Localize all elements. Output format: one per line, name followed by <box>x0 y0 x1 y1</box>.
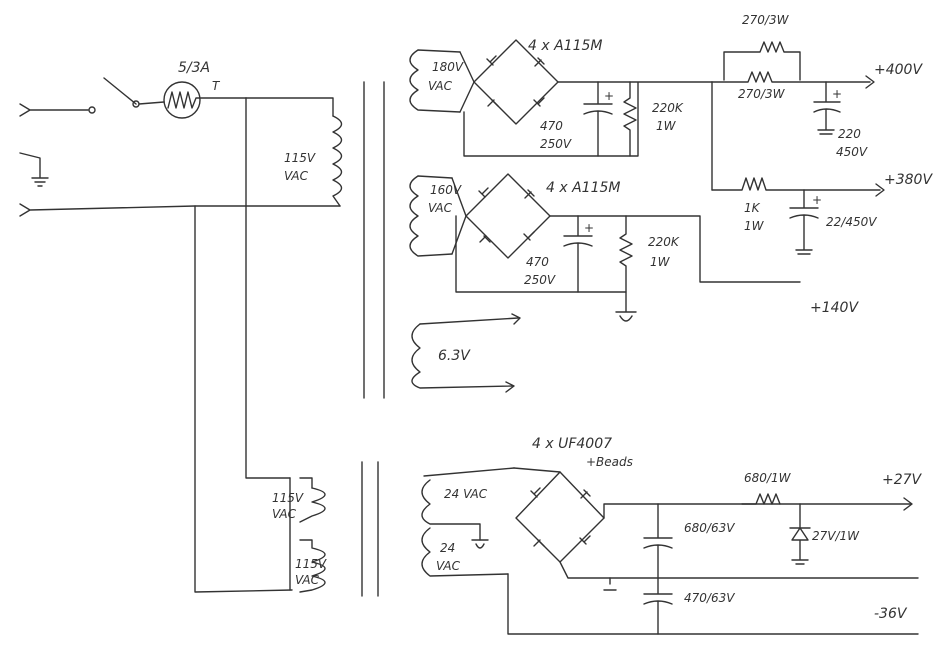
sec1-v: 180V <box>432 60 464 74</box>
cap2-plus: + <box>584 221 594 235</box>
out-380-label: +380V <box>884 172 933 188</box>
bridge-2: 4 x A115M <box>451 173 801 293</box>
lv-regulator: 680/1W 27V/1W +27V -36V <box>741 471 923 622</box>
transformer-core-2 <box>361 461 379 597</box>
bleeder-2: 220K 1W +140V <box>615 215 859 322</box>
hv-filter-380: +380V 1K 1W + 22/450V <box>711 172 933 255</box>
cap-neg-label: 470/63V <box>684 591 735 605</box>
res-parallel-top <box>723 41 801 81</box>
bridge1-label: 4 x A115M <box>528 38 602 54</box>
fuse-type: T <box>212 79 221 93</box>
res380-value: 1K <box>744 201 761 215</box>
bleeder1-watt: 1W <box>656 119 677 133</box>
fuse-body <box>163 81 201 119</box>
out-140-label: +140V <box>810 300 859 316</box>
res-parallel-mid <box>711 71 871 83</box>
lv-bridge-note: +Beads <box>586 455 633 469</box>
lv-bridge: 4 x UF4007 +Beads <box>507 436 919 635</box>
heater-label: 6.3V <box>438 348 471 364</box>
aux-primary-1-vac: VAC <box>272 507 297 521</box>
cap380-plus: + <box>812 193 822 207</box>
sec1-vac: VAC <box>428 79 453 93</box>
main-primary-winding: 115V VAC <box>194 97 343 593</box>
cap-470-1: + 470 250V <box>540 81 614 157</box>
sec2-vac: VAC <box>428 201 453 215</box>
zener-label: 27V/1W <box>812 529 860 543</box>
fuse: 5/3A T <box>138 60 247 119</box>
heater-winding: 6.3V <box>411 313 521 393</box>
cap1-voltage: 250V <box>540 137 572 151</box>
res-1k <box>711 177 881 191</box>
main-primary-v: 115V <box>284 151 316 165</box>
bleeder2-watt: 1W <box>650 255 671 269</box>
bridge2-label: 4 x A115M <box>546 180 620 196</box>
lv-res-label: 680/1W <box>744 471 792 485</box>
cap-470-2: + 470 250V <box>524 215 594 293</box>
res-mid-label: 270/3W <box>738 87 786 101</box>
res-top-label: 270/3W <box>742 13 790 27</box>
lv-bridge-label: 4 x UF4007 <box>532 436 612 452</box>
lv-sec-b-num: 24 <box>440 541 455 555</box>
cap380-value: 22/450V <box>826 215 877 229</box>
aux-primary-1-v: 115V <box>272 491 304 505</box>
hv-secondary-180: 180V VAC <box>409 49 464 113</box>
primary-coil <box>332 115 343 207</box>
cap400-plus: + <box>832 87 842 101</box>
hv-secondary-160: 160V VAC <box>409 175 462 257</box>
bridge-1: 4 x A115M <box>459 38 713 157</box>
earth-wire <box>19 152 49 187</box>
cap2-voltage: 250V <box>524 273 556 287</box>
main-primary-vac: VAC <box>284 169 309 183</box>
lv-sec-a: 24 VAC <box>444 487 488 501</box>
lv-caps: 680/63V 470/63V <box>603 503 735 635</box>
hv-filter-400: 270/3W 270/3W +400V + 220 450V <box>711 13 923 191</box>
bleeder2-value: 220K <box>648 235 680 249</box>
out-400-label: +400V <box>874 62 923 78</box>
aux-primary-2-vac: VAC <box>295 573 320 587</box>
cap400-voltage: 450V <box>836 145 868 159</box>
out-pos-label: +27V <box>882 472 923 488</box>
mains-switch <box>88 77 140 114</box>
bleeder1-value: 220K <box>652 101 684 115</box>
cap1-plus: + <box>604 89 614 103</box>
aux-primary-2-v: 115V <box>295 557 327 571</box>
out-neg-label: -36V <box>874 606 908 622</box>
mains-input <box>19 103 341 217</box>
aux-primary: 115V VAC 115V VAC <box>272 477 327 593</box>
transformer-core-1 <box>363 81 385 399</box>
zener-diode <box>789 503 811 565</box>
sec2-v: 160V <box>430 183 462 197</box>
bleeder-1: 220K 1W <box>623 81 684 157</box>
neutral-wire <box>19 203 341 217</box>
lv-sec-b-vac: VAC <box>436 559 461 573</box>
cap2-value: 470 <box>526 255 549 269</box>
fuse-label: 5/3A <box>178 60 210 76</box>
res380-watt: 1W <box>744 219 765 233</box>
cap1-value: 470 <box>540 119 563 133</box>
cap-pos-label: 680/63V <box>684 521 735 535</box>
line-wire <box>19 103 89 117</box>
cap400-value: 220 <box>838 127 861 141</box>
lv-secondary: 24 VAC 24 VAC <box>421 467 515 577</box>
